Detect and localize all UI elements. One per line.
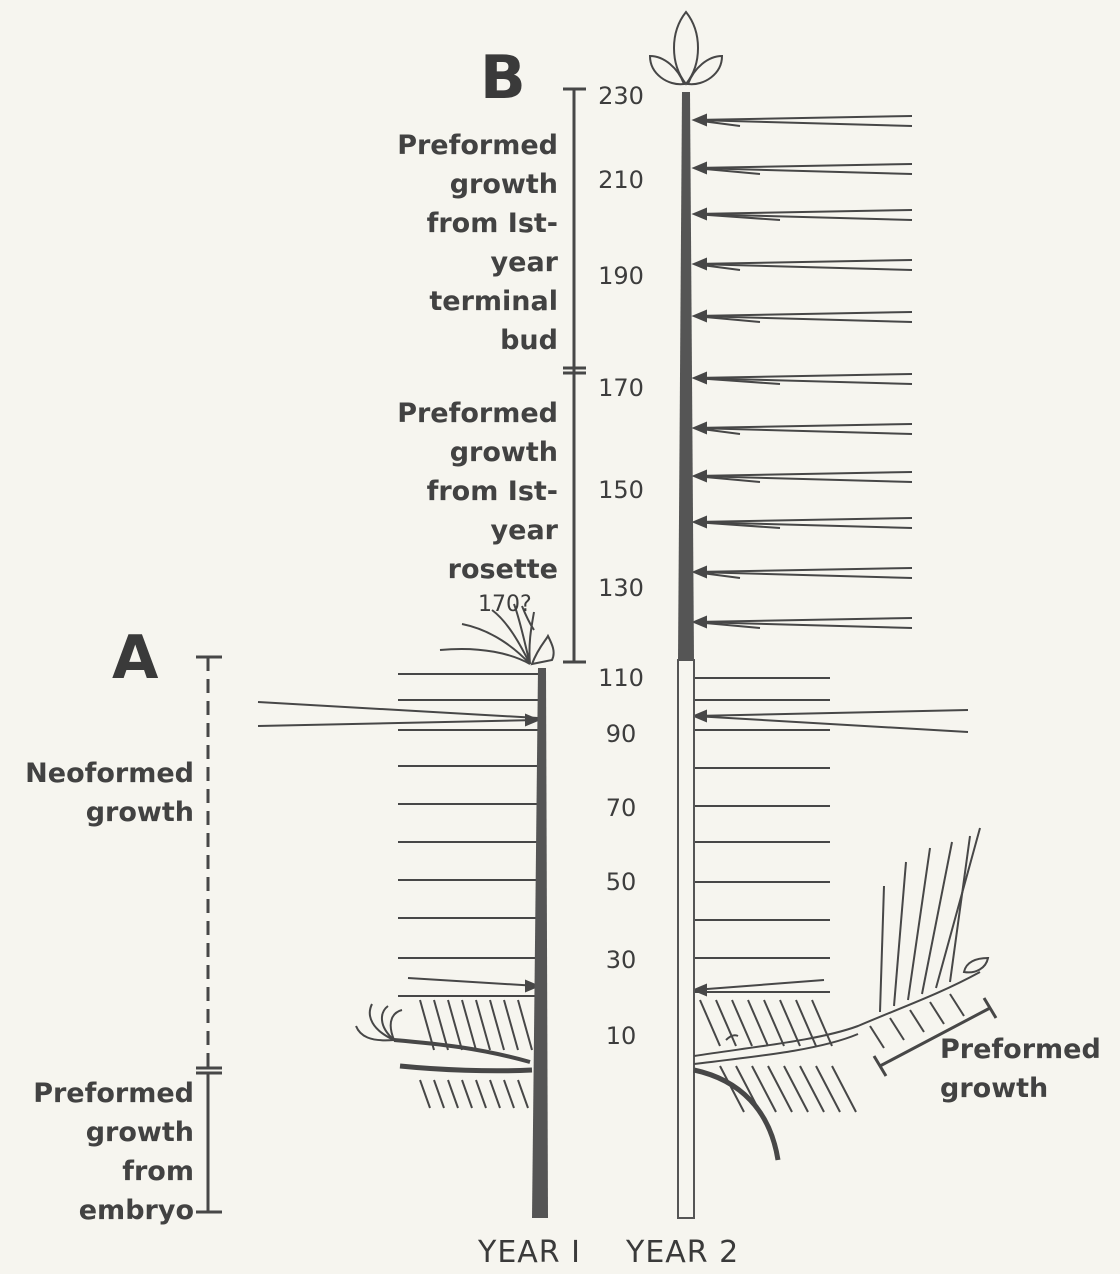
panel-a-letter: A bbox=[112, 628, 158, 688]
needle-branch-hatch bbox=[930, 1002, 944, 1024]
needle-year1-hatch bbox=[434, 1080, 444, 1108]
needle-year1-hatch bbox=[420, 1080, 430, 1108]
label-terminal-bud: Preformed growth from Ist- year terminal… bbox=[330, 126, 558, 360]
needle-base-marker bbox=[694, 423, 706, 433]
needle-year2-lower bbox=[694, 980, 824, 990]
scale-tick-230: 230 bbox=[576, 82, 666, 110]
needle-base-marker bbox=[694, 209, 706, 219]
label-preformed-embryo: Preformed growth from embryo bbox=[0, 1074, 194, 1230]
needle-year1-hatch bbox=[518, 1000, 532, 1050]
scale-tick-10: 10 bbox=[576, 1022, 666, 1050]
needle-base-marker bbox=[694, 163, 706, 173]
needle-branch-upright bbox=[908, 848, 930, 1000]
needle-base-marker bbox=[694, 115, 706, 125]
needle-base-marker bbox=[694, 373, 706, 383]
needle-branch-upright bbox=[894, 862, 906, 1006]
scale-tick-130: 130 bbox=[576, 574, 666, 602]
needle-branch-hatch bbox=[890, 1018, 904, 1040]
needle-base-marker bbox=[526, 715, 538, 725]
needle-branch-upright bbox=[880, 886, 884, 1012]
label-year2: YEAR 2 bbox=[626, 1236, 739, 1270]
bracket-preformed-embryo bbox=[196, 1073, 222, 1212]
needle-branch-upright bbox=[950, 836, 970, 982]
needle-base-marker bbox=[694, 567, 706, 577]
scale-tick-110: 110 bbox=[576, 664, 666, 692]
needle-year2-hatch bbox=[780, 1000, 800, 1046]
label-branch-preformed: Preformed growth bbox=[940, 1030, 1116, 1108]
needle-year1-hatch bbox=[476, 1000, 490, 1050]
scale-tick-150: 150 bbox=[576, 476, 666, 504]
needle-year1-hatch bbox=[504, 1000, 518, 1050]
note-170: 170? bbox=[478, 592, 532, 617]
needle-year2-upper bbox=[694, 618, 912, 622]
needle-year1-hatch bbox=[448, 1000, 462, 1050]
needle-base-marker bbox=[694, 517, 706, 527]
needle-year1-long bbox=[258, 702, 538, 718]
scale-tick-70: 70 bbox=[576, 794, 666, 822]
needle-year1-hatch bbox=[462, 1000, 476, 1050]
needle-year1-hatch bbox=[490, 1080, 500, 1108]
needle-year2-hatch bbox=[812, 1000, 832, 1046]
needle-year2-upper bbox=[694, 210, 912, 214]
needle-year2-upper bbox=[694, 116, 912, 120]
needle-branch-hatch bbox=[950, 994, 964, 1016]
needle-year2-hatch bbox=[764, 1000, 784, 1046]
needle-year2-long bbox=[694, 710, 968, 716]
needle-year1 bbox=[408, 978, 538, 986]
needle-year1-hatch bbox=[462, 1080, 472, 1108]
stem-year2 bbox=[678, 92, 694, 1218]
needle-year2-upper bbox=[694, 518, 912, 522]
needle-base-marker bbox=[694, 471, 706, 481]
label-neoformed: Neoformed growth bbox=[10, 754, 194, 832]
needle-base-marker bbox=[694, 617, 706, 627]
label-rosette: Preformed growth from Ist- year rosette bbox=[330, 394, 558, 589]
needle-year1-long bbox=[258, 720, 538, 726]
scale-tick-90: 90 bbox=[576, 720, 666, 748]
needle-year2-hatch bbox=[732, 1000, 752, 1046]
needle-year2-hatch bbox=[748, 1000, 768, 1046]
needle-year2-upper bbox=[694, 312, 912, 316]
label-year1: YEAR I bbox=[478, 1236, 581, 1270]
needle-base-marker bbox=[694, 311, 706, 321]
scale-tick-170: 170 bbox=[576, 374, 666, 402]
needle-branch-hatch bbox=[910, 1010, 924, 1032]
needle-branch-upright bbox=[936, 828, 980, 988]
needle-year1-hatch bbox=[448, 1080, 458, 1108]
needle-year2-upper bbox=[694, 424, 912, 428]
year2-terminal-bud bbox=[650, 12, 722, 84]
needle-branch-hatch bbox=[870, 1026, 884, 1048]
needle-year2-upper bbox=[694, 164, 912, 168]
needle-year1-hatch bbox=[476, 1080, 486, 1108]
scale-tick-30: 30 bbox=[576, 946, 666, 974]
needle-year1-hatch bbox=[518, 1080, 528, 1108]
scale-tick-190: 190 bbox=[576, 262, 666, 290]
bracket-neoformed bbox=[196, 657, 222, 1073]
stem-year1 bbox=[532, 668, 548, 1218]
scale-tick-50: 50 bbox=[576, 868, 666, 896]
scale-tick-210: 210 bbox=[576, 166, 666, 194]
needle-base-marker bbox=[694, 711, 706, 721]
needle-year1-hatch bbox=[504, 1080, 514, 1108]
needle-year1-hatch bbox=[490, 1000, 504, 1050]
needle-year2-upper bbox=[694, 568, 912, 572]
needle-year2-upper bbox=[694, 472, 912, 476]
panel-b-letter: B bbox=[480, 48, 526, 108]
needle-branch-upright bbox=[922, 842, 952, 994]
needle-base-marker bbox=[694, 259, 706, 269]
needle-year2-hatch bbox=[700, 1000, 720, 1046]
needle-year2-upper bbox=[694, 374, 912, 378]
needle-year2-upper bbox=[694, 260, 912, 264]
